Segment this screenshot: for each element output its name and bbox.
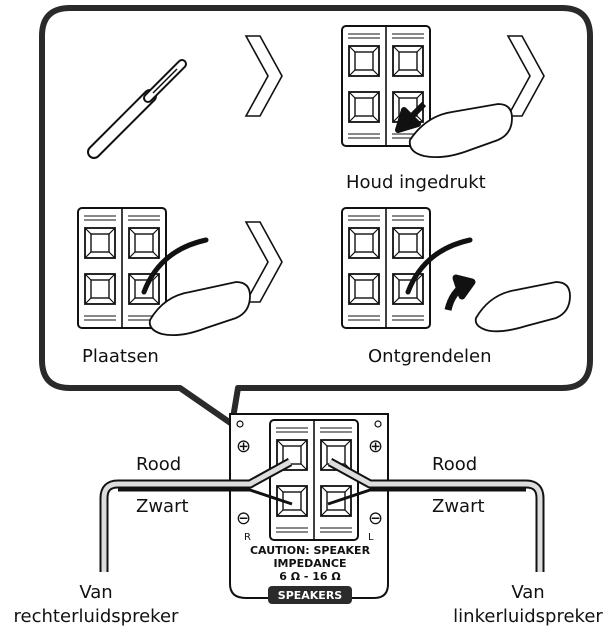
release-arrow-icon — [444, 274, 476, 311]
caution-line-2: IMPEDANCE — [273, 557, 346, 570]
minus-left-channel: ⊖ — [368, 508, 383, 529]
terminal-icon — [270, 420, 358, 540]
right-speaker-source-1: Van — [79, 582, 112, 603]
minus-right-channel: ⊖ — [236, 508, 251, 529]
channel-r-label: R — [244, 532, 251, 543]
release-label: Ontgrendelen — [368, 346, 492, 367]
red-wire-label-right: Rood — [136, 454, 181, 475]
terminal-icon — [342, 26, 430, 146]
left-speaker-source-2: linkerluidspreker — [453, 606, 603, 627]
speaker-panel: ⊕ ⊕ ⊖ ⊖ R L CAUTION: SPEAKER IMPEDANCE 6… — [229, 413, 389, 604]
finger-icon — [408, 103, 513, 159]
finger-icon — [474, 281, 571, 333]
release-arrow-icon — [395, 101, 427, 133]
plus-left-channel: ⊕ — [368, 436, 383, 457]
plus-right-channel: ⊕ — [236, 436, 251, 457]
left-speaker-source-1: Van — [511, 582, 544, 603]
inserted-wire — [405, 237, 473, 295]
inserted-wire — [141, 237, 209, 295]
terminal-icon — [78, 208, 166, 328]
insert-label: Plaatsen — [82, 346, 159, 367]
channel-l-label: L — [368, 532, 374, 543]
finger-icon — [148, 281, 251, 337]
red-wire-label-left: Rood — [432, 454, 477, 475]
speakers-badge-bg — [268, 586, 352, 604]
black-wire-label-left: Zwart — [432, 496, 485, 517]
step-insert: Plaatsen — [78, 208, 251, 367]
left-speaker-cable — [327, 458, 545, 572]
right-speaker-cable — [99, 458, 293, 572]
wire-end-icon — [87, 59, 187, 159]
right-speaker-source-2: rechterluidspreker — [14, 606, 179, 627]
hold-label: Houd ingedrukt — [346, 172, 486, 193]
terminal-icon — [342, 208, 430, 328]
caution-line-3: 6 Ω - 16 Ω — [279, 570, 341, 583]
black-wire-label-right: Zwart — [136, 496, 189, 517]
step-release: Ontgrendelen — [342, 208, 571, 367]
caution-line-1: CAUTION: SPEAKER — [250, 544, 371, 557]
speakers-badge: SPEAKERS — [278, 589, 343, 602]
step-hold: Houd ingedrukt — [342, 26, 513, 193]
